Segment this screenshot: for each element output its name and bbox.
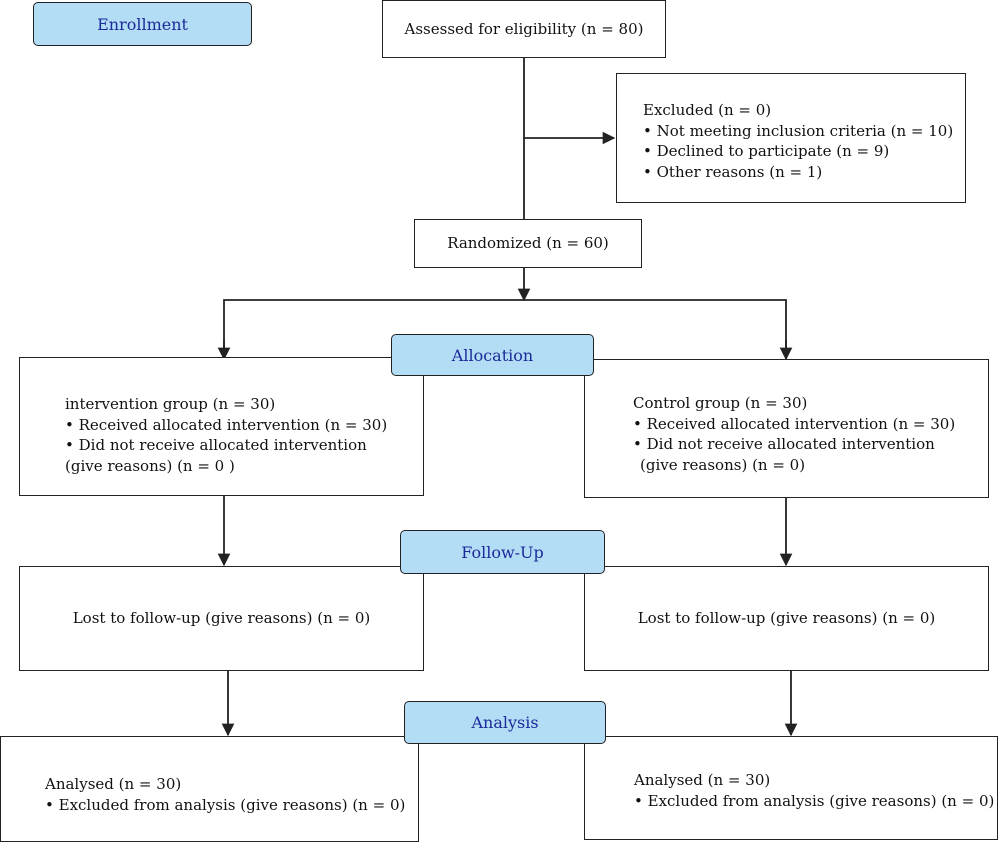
box-intervention-group: intervention group (n = 30) Received all… xyxy=(19,357,424,496)
excluded-item: Not meeting inclusion criteria (n = 10) xyxy=(643,121,965,142)
box-lost-right: Lost to follow-up (give reasons) (n = 0) xyxy=(584,566,989,671)
box-analysed-right: Analysed (n = 30) Excluded from analysis… xyxy=(584,736,998,840)
control-title: Control group (n = 30) xyxy=(633,394,808,412)
box-randomized: Randomized (n = 60) xyxy=(414,219,642,268)
assessed-text: Assessed for eligibility (n = 80) xyxy=(404,19,644,38)
box-lost-left: Lost to follow-up (give reasons) (n = 0) xyxy=(19,566,424,671)
lost-right-text: Lost to follow-up (give reasons) (n = 0) xyxy=(637,609,936,628)
analysed-left-item: Excluded from analysis (give reasons) (n… xyxy=(45,795,418,816)
intervention-item: Received allocated intervention (n = 30) xyxy=(65,415,423,436)
box-analysed-left: Analysed (n = 30) Excluded from analysis… xyxy=(0,736,419,842)
analysed-right-title: Analysed (n = 30) xyxy=(634,771,771,789)
box-excluded: Excluded (n = 0) Not meeting inclusion c… xyxy=(616,73,966,203)
intervention-title: intervention group (n = 30) xyxy=(65,395,276,413)
intervention-reason: (give reasons) (n = 0 ) xyxy=(65,456,235,475)
control-item: Received allocated intervention (n = 30) xyxy=(633,414,988,435)
excluded-item: Other reasons (n = 1) xyxy=(643,162,965,183)
analysed-right-item: Excluded from analysis (give reasons) (n… xyxy=(634,791,997,812)
stage-enrollment: Enrollment xyxy=(33,2,252,46)
analysed-left-title: Analysed (n = 30) xyxy=(45,775,182,793)
randomized-text: Randomized (n = 60) xyxy=(447,234,609,253)
intervention-item: Did not receive allocated intervention xyxy=(65,435,423,456)
stage-analysis: Analysis xyxy=(404,701,606,744)
box-control-group: Control group (n = 30) Received allocate… xyxy=(584,359,989,498)
stage-follow-up: Follow-Up xyxy=(400,530,605,574)
excluded-item: Declined to participate (n = 9) xyxy=(643,141,965,162)
control-reason: (give reasons) (n = 0) xyxy=(640,455,806,474)
control-item: Did not receive allocated intervention xyxy=(633,434,988,455)
lost-left-text: Lost to follow-up (give reasons) (n = 0) xyxy=(72,609,371,628)
stage-allocation: Allocation xyxy=(391,334,594,376)
box-assessed: Assessed for eligibility (n = 80) xyxy=(382,0,666,58)
excluded-title: Excluded (n = 0) xyxy=(643,101,772,119)
connector-split-branches xyxy=(223,299,787,358)
